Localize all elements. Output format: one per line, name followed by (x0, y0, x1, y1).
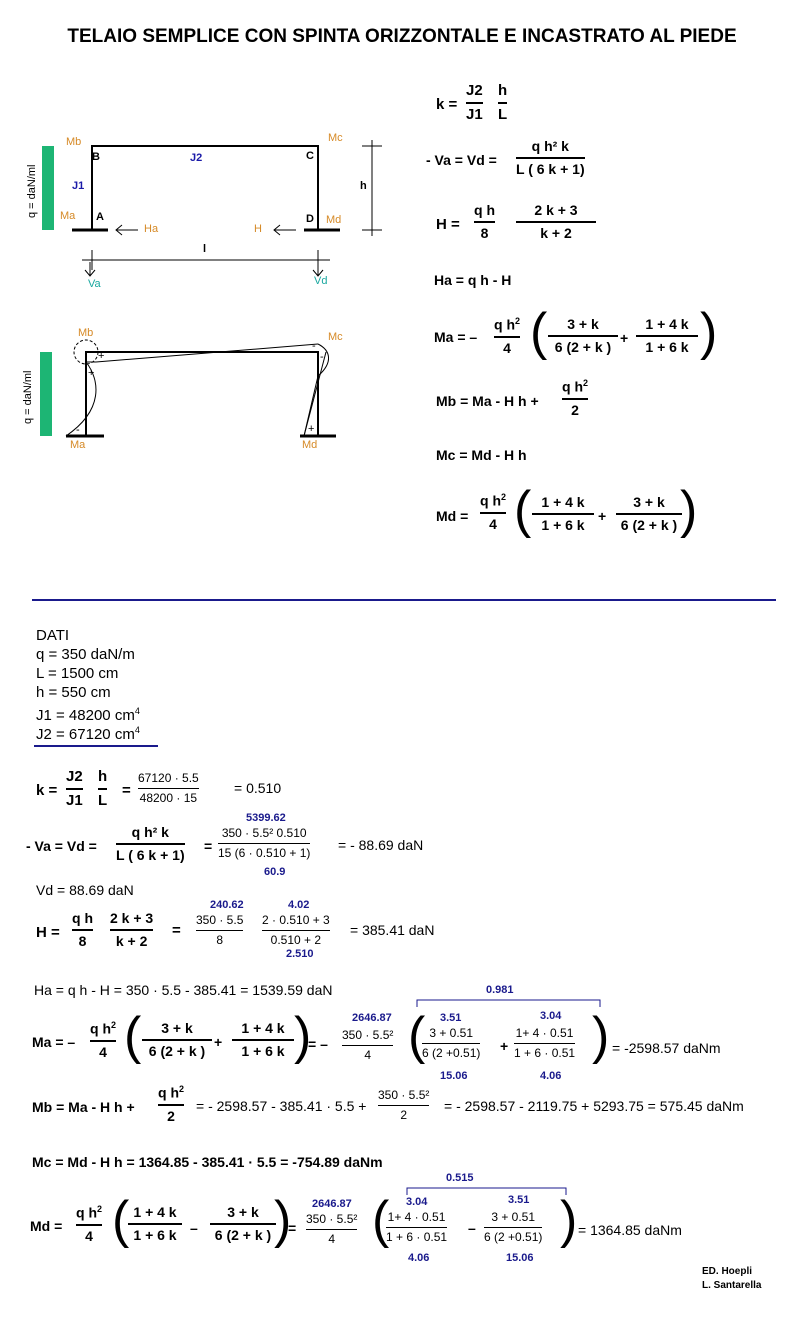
sign-plus: + (308, 423, 315, 435)
label-j2: J2 (190, 152, 203, 164)
node-b-circle (73, 339, 99, 365)
moment-curve-left (65, 361, 97, 437)
frame-2 (85, 351, 319, 436)
moment-line-right (303, 351, 327, 437)
sign-minus: - (76, 424, 80, 436)
h-result: = 385.41 daN (350, 922, 435, 938)
md-bracket (406, 1187, 567, 1195)
va-bottom-value: 60.9 (264, 866, 286, 878)
label-md-2: Md (302, 439, 318, 451)
va-top-value: 5399.62 (246, 812, 286, 824)
label-va: Va (88, 278, 101, 290)
dati-J2: J2 = 67120 cm4 (36, 725, 140, 743)
node-a: A (96, 211, 104, 223)
formula-k-lhs: k = (436, 96, 458, 113)
label-ma: Ma (60, 210, 76, 222)
sign-plus: + (88, 367, 95, 379)
formula-md-lhs: Md = (436, 508, 469, 524)
md-result: = 1364.85 daNm (578, 1222, 682, 1238)
label-mb: Mb (66, 136, 82, 148)
node-d: D (306, 213, 314, 225)
label-ma-2: Ma (70, 439, 86, 451)
formula-ma-lhs: Ma = – (434, 329, 478, 345)
va-result: = - 88.69 daN (338, 837, 424, 853)
dati-h: h = 550 cm (36, 684, 111, 701)
paren-left: ( (530, 303, 548, 361)
load-bar-2 (40, 352, 52, 436)
dati-label: DATI (36, 627, 70, 644)
page-title: TELAIO SEMPLICE CON SPINTA ORIZZONTALE E… (67, 26, 737, 47)
label-mc: Mc (328, 132, 343, 144)
label-H: H (254, 223, 262, 235)
load-label-2: q = daN/ml (22, 370, 34, 425)
label-vd: Vd (314, 275, 328, 287)
formula-mc: Mc = Md - H h (436, 447, 527, 463)
dati-J1: J1 = 48200 cm4 (36, 706, 140, 724)
sign-minus: - (312, 340, 316, 352)
formula-va-lhs: - Va = Vd = (426, 152, 497, 168)
label-j1: J1 (72, 180, 85, 192)
ma-result: = -2598.57 daNm (612, 1040, 721, 1056)
formula-mb-lhs: Mb = Ma - H h + (436, 393, 539, 409)
dati-L: L = 1500 cm (36, 665, 119, 682)
footer-author: L. Santarella (702, 1280, 762, 1291)
dati-q: q = 350 daN/m (36, 646, 135, 663)
label-ha: Ha (144, 223, 159, 235)
node-b: B (92, 151, 100, 163)
label-mc-2: Mc (328, 331, 343, 343)
paren-right: ) (700, 303, 718, 361)
load-bar-1 (42, 146, 54, 230)
load-label-1: q = daN/ml (26, 164, 38, 219)
mb-result: = - 2598.57 - 2119.75 + 5293.75 = 575.45… (444, 1098, 744, 1114)
node-c: C (306, 150, 314, 162)
mc-result: Mc = Md - H h = 1364.85 - 385.41 · 5.5 =… (32, 1154, 383, 1170)
k-result: = 0.510 (234, 780, 282, 796)
label-h: h (360, 180, 367, 192)
ma-bracket (416, 999, 601, 1007)
label-mb-2: Mb (78, 327, 94, 339)
formula-H-lhs: H = (436, 216, 460, 233)
label-l: l (203, 243, 207, 255)
footer-publisher: ED. Hoepli (702, 1266, 753, 1277)
vd-result: Vd = 88.69 daN (36, 882, 134, 898)
moment-line-beam (95, 343, 319, 363)
ha-result: Ha = q h - H = 350 · 5.5 - 385.41 = 1539… (34, 982, 333, 998)
sign-plus: + (98, 350, 105, 362)
label-md: Md (326, 214, 342, 226)
frame-1 (91, 145, 319, 230)
sign-minus: - (320, 351, 324, 363)
formula-ha: Ha = q h - H (434, 272, 512, 288)
